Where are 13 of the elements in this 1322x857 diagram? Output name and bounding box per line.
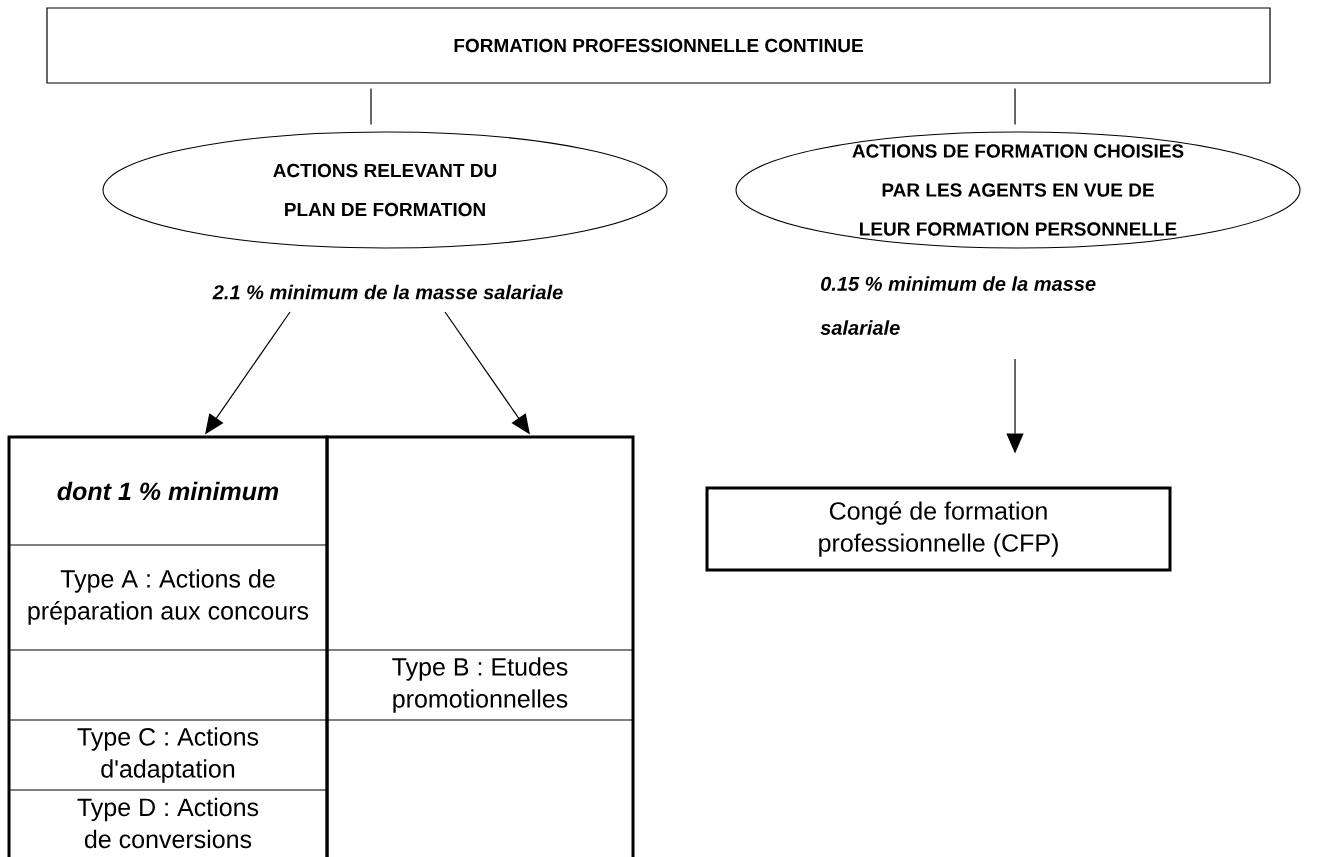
connector-line: [370, 88, 372, 126]
table-text: Type D : Actions de conversions: [77, 797, 259, 849]
note-text: 2.1 % minimum de la masse salariale: [212, 284, 563, 300]
oval-label: ACTIONS DE FORMATION CHOISIES PAR LES AGENTS EN VUE DE LEUR FORMATION PERSONNELLE: [735, 131, 1301, 249]
title-box: FORMATION PROFESSIONNELLE CONTINUE: [46, 7, 1271, 84]
table-text: Type B : Etudes promotionnelles: [392, 657, 568, 713]
table-text: dont 1 % minimum: [57, 481, 279, 501]
text-box: Congé de formation professionnelle (CFP): [705, 486, 1172, 572]
table-text: Type A : Actions de préparation aux concours: [28, 569, 309, 625]
connector-line: [1014, 88, 1016, 126]
note-text: 0.15 % minimum de la masse salariale: [820, 276, 1096, 335]
table-text: Type C : Actions d'adaptation: [77, 727, 259, 783]
oval-label: ACTIONS RELEVANT DU PLAN DE FORMATION: [102, 131, 668, 249]
